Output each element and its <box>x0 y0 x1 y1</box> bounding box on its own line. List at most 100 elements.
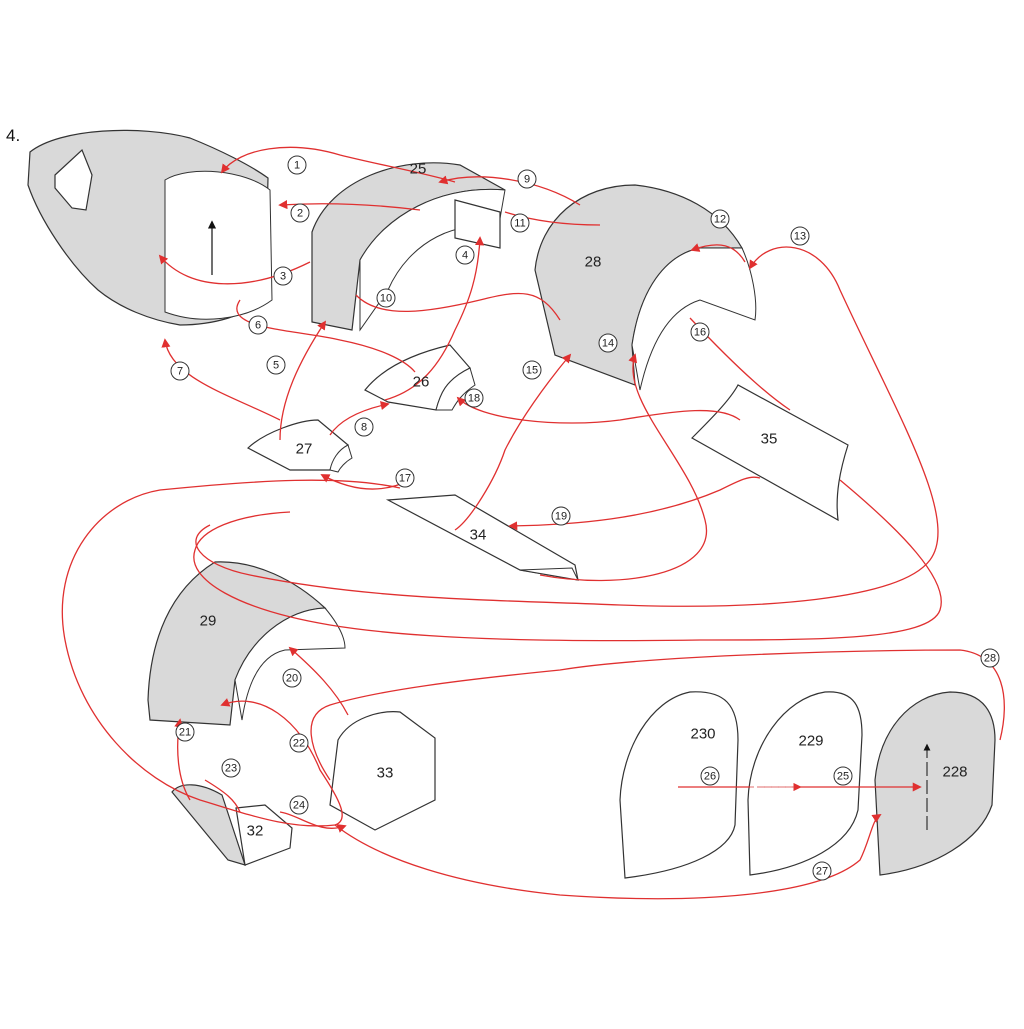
step-circle <box>290 203 310 223</box>
step-number: 7 <box>177 366 183 378</box>
step-number: 18 <box>468 393 480 405</box>
step-marker-22: 22 <box>289 733 309 753</box>
step-number: 24 <box>293 800 305 812</box>
part-number-label: 35 <box>761 431 778 448</box>
part-number-label: 29 <box>200 613 217 630</box>
step-number: 17 <box>399 473 411 485</box>
step-number: 8 <box>361 422 367 434</box>
step-number: 13 <box>794 231 806 243</box>
part-number-label: 26 <box>413 374 430 391</box>
step-marker-5: 5 <box>266 355 286 375</box>
step-circle <box>551 506 571 526</box>
part-229 <box>747 691 863 876</box>
step-circle <box>175 722 195 742</box>
step-circle <box>517 169 537 189</box>
step-marker-27: 27 <box>812 861 832 881</box>
step-number: 14 <box>602 338 614 350</box>
part-number-label: 230 <box>690 726 715 743</box>
step-marker-23: 23 <box>221 758 241 778</box>
step-number: 22 <box>293 738 305 750</box>
step-marker-24: 24 <box>289 795 309 815</box>
step-circle <box>510 213 530 233</box>
step-circle <box>221 758 241 778</box>
step-marker-28: 28 <box>980 648 1000 668</box>
part-35 <box>691 384 849 522</box>
step-marker-10: 10 <box>376 288 396 308</box>
part-number-label: 229 <box>798 733 823 750</box>
step-number: 1 <box>294 160 300 172</box>
part-25 <box>311 162 506 332</box>
step-circle <box>522 360 542 380</box>
part-230 <box>619 691 739 879</box>
step-number: 26 <box>704 771 716 783</box>
step-circle <box>273 266 293 286</box>
step-circle <box>170 361 190 381</box>
step-number: 4 <box>462 250 468 262</box>
step-circle <box>833 766 853 786</box>
part-number-label: 32 <box>247 823 264 840</box>
step-marker-18: 18 <box>464 388 484 408</box>
step-circle <box>289 795 309 815</box>
step-circle <box>464 388 484 408</box>
step-label: 4. <box>6 126 21 145</box>
part-32 <box>171 784 293 866</box>
step-circle <box>980 648 1000 668</box>
part-number-label: 28 <box>585 254 602 271</box>
step-circle <box>710 209 730 229</box>
step-number: 9 <box>524 174 530 186</box>
step-marker-6: 6 <box>248 315 268 335</box>
step-number: 15 <box>526 365 538 377</box>
step-marker-21: 21 <box>175 722 195 742</box>
part-29 <box>147 561 346 726</box>
step-circle <box>289 733 309 753</box>
step-number: 5 <box>273 360 279 372</box>
step-marker-11: 11 <box>510 213 530 233</box>
step-number: 16 <box>694 327 706 339</box>
step-number: 20 <box>286 673 298 685</box>
step-number: 12 <box>714 214 726 226</box>
step-number: 6 <box>255 320 261 332</box>
part-26 <box>364 344 476 411</box>
step-marker-7: 7 <box>170 361 190 381</box>
step-marker-3: 3 <box>273 266 293 286</box>
step-marker-13: 13 <box>790 226 810 246</box>
step-marker-17: 17 <box>395 468 415 488</box>
step-circle <box>266 355 286 375</box>
step-number: 21 <box>179 727 191 739</box>
step-circle <box>376 288 396 308</box>
step-marker-25: 25 <box>833 766 853 786</box>
step-circle <box>790 226 810 246</box>
step-circle <box>812 861 832 881</box>
step-number: 25 <box>837 771 849 783</box>
part-number-label: 27 <box>296 441 313 458</box>
step-number: 23 <box>225 763 237 775</box>
step-marker-9: 9 <box>517 169 537 189</box>
part-number-label: 34 <box>470 527 487 544</box>
step-circle <box>700 766 720 786</box>
step-number: 27 <box>816 866 828 878</box>
step-number: 10 <box>380 293 392 305</box>
part-number-label: 33 <box>377 765 394 782</box>
step-circle <box>455 245 475 265</box>
step-marker-1: 1 <box>287 155 307 175</box>
step-marker-19: 19 <box>551 506 571 526</box>
part-28 <box>534 184 757 391</box>
step-marker-20: 20 <box>282 668 302 688</box>
step-marker-26: 26 <box>700 766 720 786</box>
step-marker-12: 12 <box>710 209 730 229</box>
step-number: 28 <box>984 653 996 665</box>
step-circle <box>354 417 374 437</box>
step-number: 3 <box>280 271 286 283</box>
part-228 <box>874 691 996 876</box>
part-number-label: 25 <box>410 161 427 178</box>
step-number: 11 <box>514 218 525 230</box>
step-marker-8: 8 <box>354 417 374 437</box>
step-circle <box>287 155 307 175</box>
step-marker-2: 2 <box>290 203 310 223</box>
step-marker-14: 14 <box>598 333 618 353</box>
step-marker-16: 16 <box>690 322 710 342</box>
part-34 <box>385 494 579 581</box>
step-marker-15: 15 <box>522 360 542 380</box>
